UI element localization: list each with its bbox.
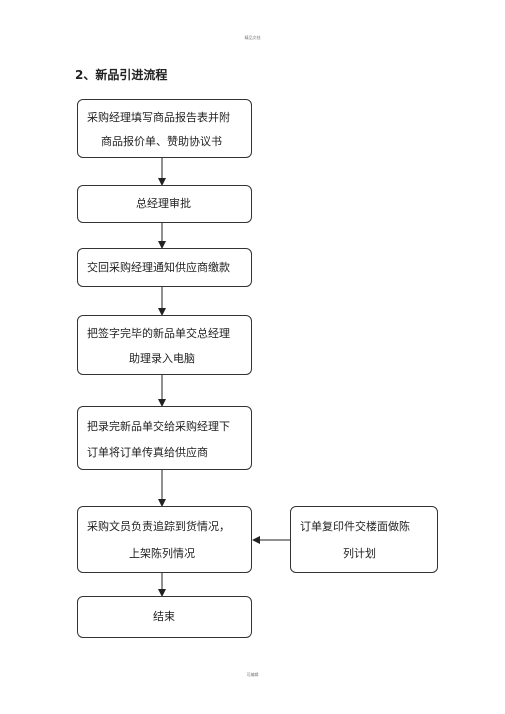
flow-step-notify-supplier: 交回采购经理通知供应商缴款 bbox=[77, 248, 252, 287]
step-text-line-2: 订单将订单传真给供应商 bbox=[87, 446, 208, 459]
step-text-line-1: 总经理审批 bbox=[136, 197, 191, 210]
flow-step-fill-report: 采购经理填写商品报告表并附 商品报价单、赞助协议书 bbox=[77, 99, 252, 158]
step-text-line-1: 结束 bbox=[153, 610, 175, 623]
section-title: 2、新品引进流程 bbox=[75, 68, 168, 82]
step-text-line-1: 订单复印件交楼面做陈 bbox=[300, 520, 410, 533]
step-text-line-1: 把签字完毕的新品单交总经理 bbox=[87, 327, 230, 340]
step-text-line-2: 上架陈列情况 bbox=[129, 547, 195, 560]
header-watermark: 精品文档 bbox=[244, 35, 261, 40]
step-text-line-1: 把录完新品单交给采购经理下 bbox=[87, 420, 230, 433]
step-text-line-1: 交回采购经理通知供应商缴款 bbox=[87, 261, 230, 274]
footer-watermark: 可编辑 bbox=[246, 672, 259, 677]
step-text-line-1: 采购经理填写商品报告表并附 bbox=[87, 111, 230, 124]
step-text-line-2: 助理录入电脑 bbox=[129, 352, 195, 365]
flow-step-end: 结束 bbox=[77, 596, 252, 638]
step-text-line-1: 采购文员负责追踪到货情况， bbox=[87, 520, 230, 533]
flow-step-place-order: 把录完新品单交给采购经理下 订单将订单传真给供应商 bbox=[77, 406, 252, 470]
flow-step-enter-computer: 把签字完毕的新品单交总经理 助理录入电脑 bbox=[77, 315, 252, 375]
flow-step-track-delivery: 采购文员负责追踪到货情况， 上架陈列情况 bbox=[77, 506, 252, 573]
flow-step-display-plan: 订单复印件交楼面做陈 列计划 bbox=[290, 506, 438, 573]
flow-step-gm-approval: 总经理审批 bbox=[77, 185, 252, 223]
step-text-line-2: 商品报价单、赞助协议书 bbox=[101, 135, 222, 148]
step-text-line-2: 列计划 bbox=[343, 547, 376, 560]
